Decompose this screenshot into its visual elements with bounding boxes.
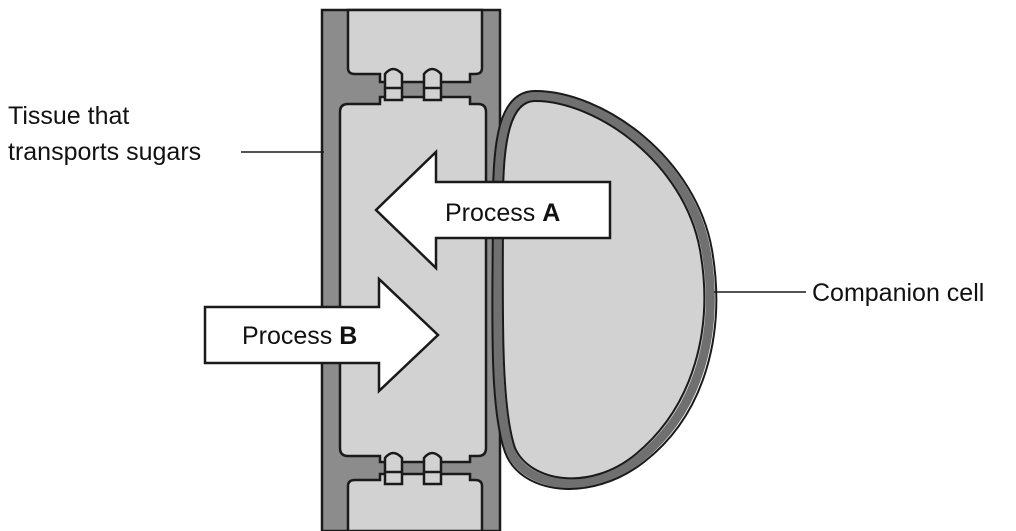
svg-text:Process B: Process B [242, 322, 357, 350]
tissue-label-line1: Tissue that [8, 102, 129, 130]
sieve-element-top [346, 8, 484, 84]
companion-label: Companion cell [812, 279, 984, 307]
tissue-label-line2: transports sugars [8, 138, 201, 166]
sieve-element-bottom [346, 472, 484, 531]
process-b-arrow: Process B [203, 276, 440, 394]
svg-text:Process A: Process A [445, 199, 560, 227]
process-b-label: Process [242, 322, 332, 350]
process-b-letter: B [339, 322, 357, 350]
process-a-arrow: Process A [374, 149, 612, 271]
sieve-element-middle [338, 95, 488, 464]
process-a-label: Process [445, 199, 535, 227]
sieve-tube [320, 8, 502, 531]
sieve-plate-bottom [383, 451, 443, 486]
process-a-letter: A [542, 199, 560, 227]
sieve-plate-top [383, 67, 443, 102]
